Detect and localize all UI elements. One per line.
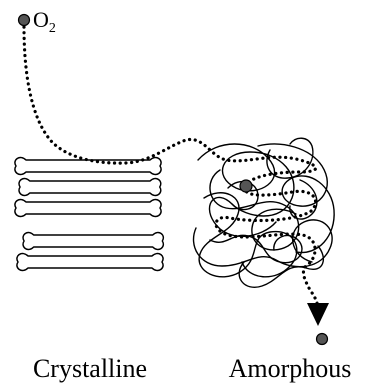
oxygen-subscript: 2: [49, 21, 56, 36]
amorphous-tangle: [194, 138, 335, 287]
crystalline-lamella: [15, 158, 161, 175]
crystalline-lamella: [23, 233, 163, 250]
oxygen-molecule-in-amorphous: [240, 180, 252, 192]
crystalline-lamella: [15, 200, 161, 217]
crystalline-lamella: [17, 254, 163, 271]
diffusion-arrowhead: [307, 303, 329, 326]
polymer-chain: [239, 246, 323, 287]
crystalline-label: Crystalline: [33, 354, 147, 383]
crystalline-lamellae: [15, 158, 163, 271]
oxygen-label: O2: [33, 7, 56, 36]
amorphous-label: Amorphous: [229, 354, 352, 383]
oxygen-molecule-exit: [317, 334, 328, 345]
oxygen-molecule-dot: [19, 15, 30, 26]
crystalline-lamella: [19, 179, 161, 196]
